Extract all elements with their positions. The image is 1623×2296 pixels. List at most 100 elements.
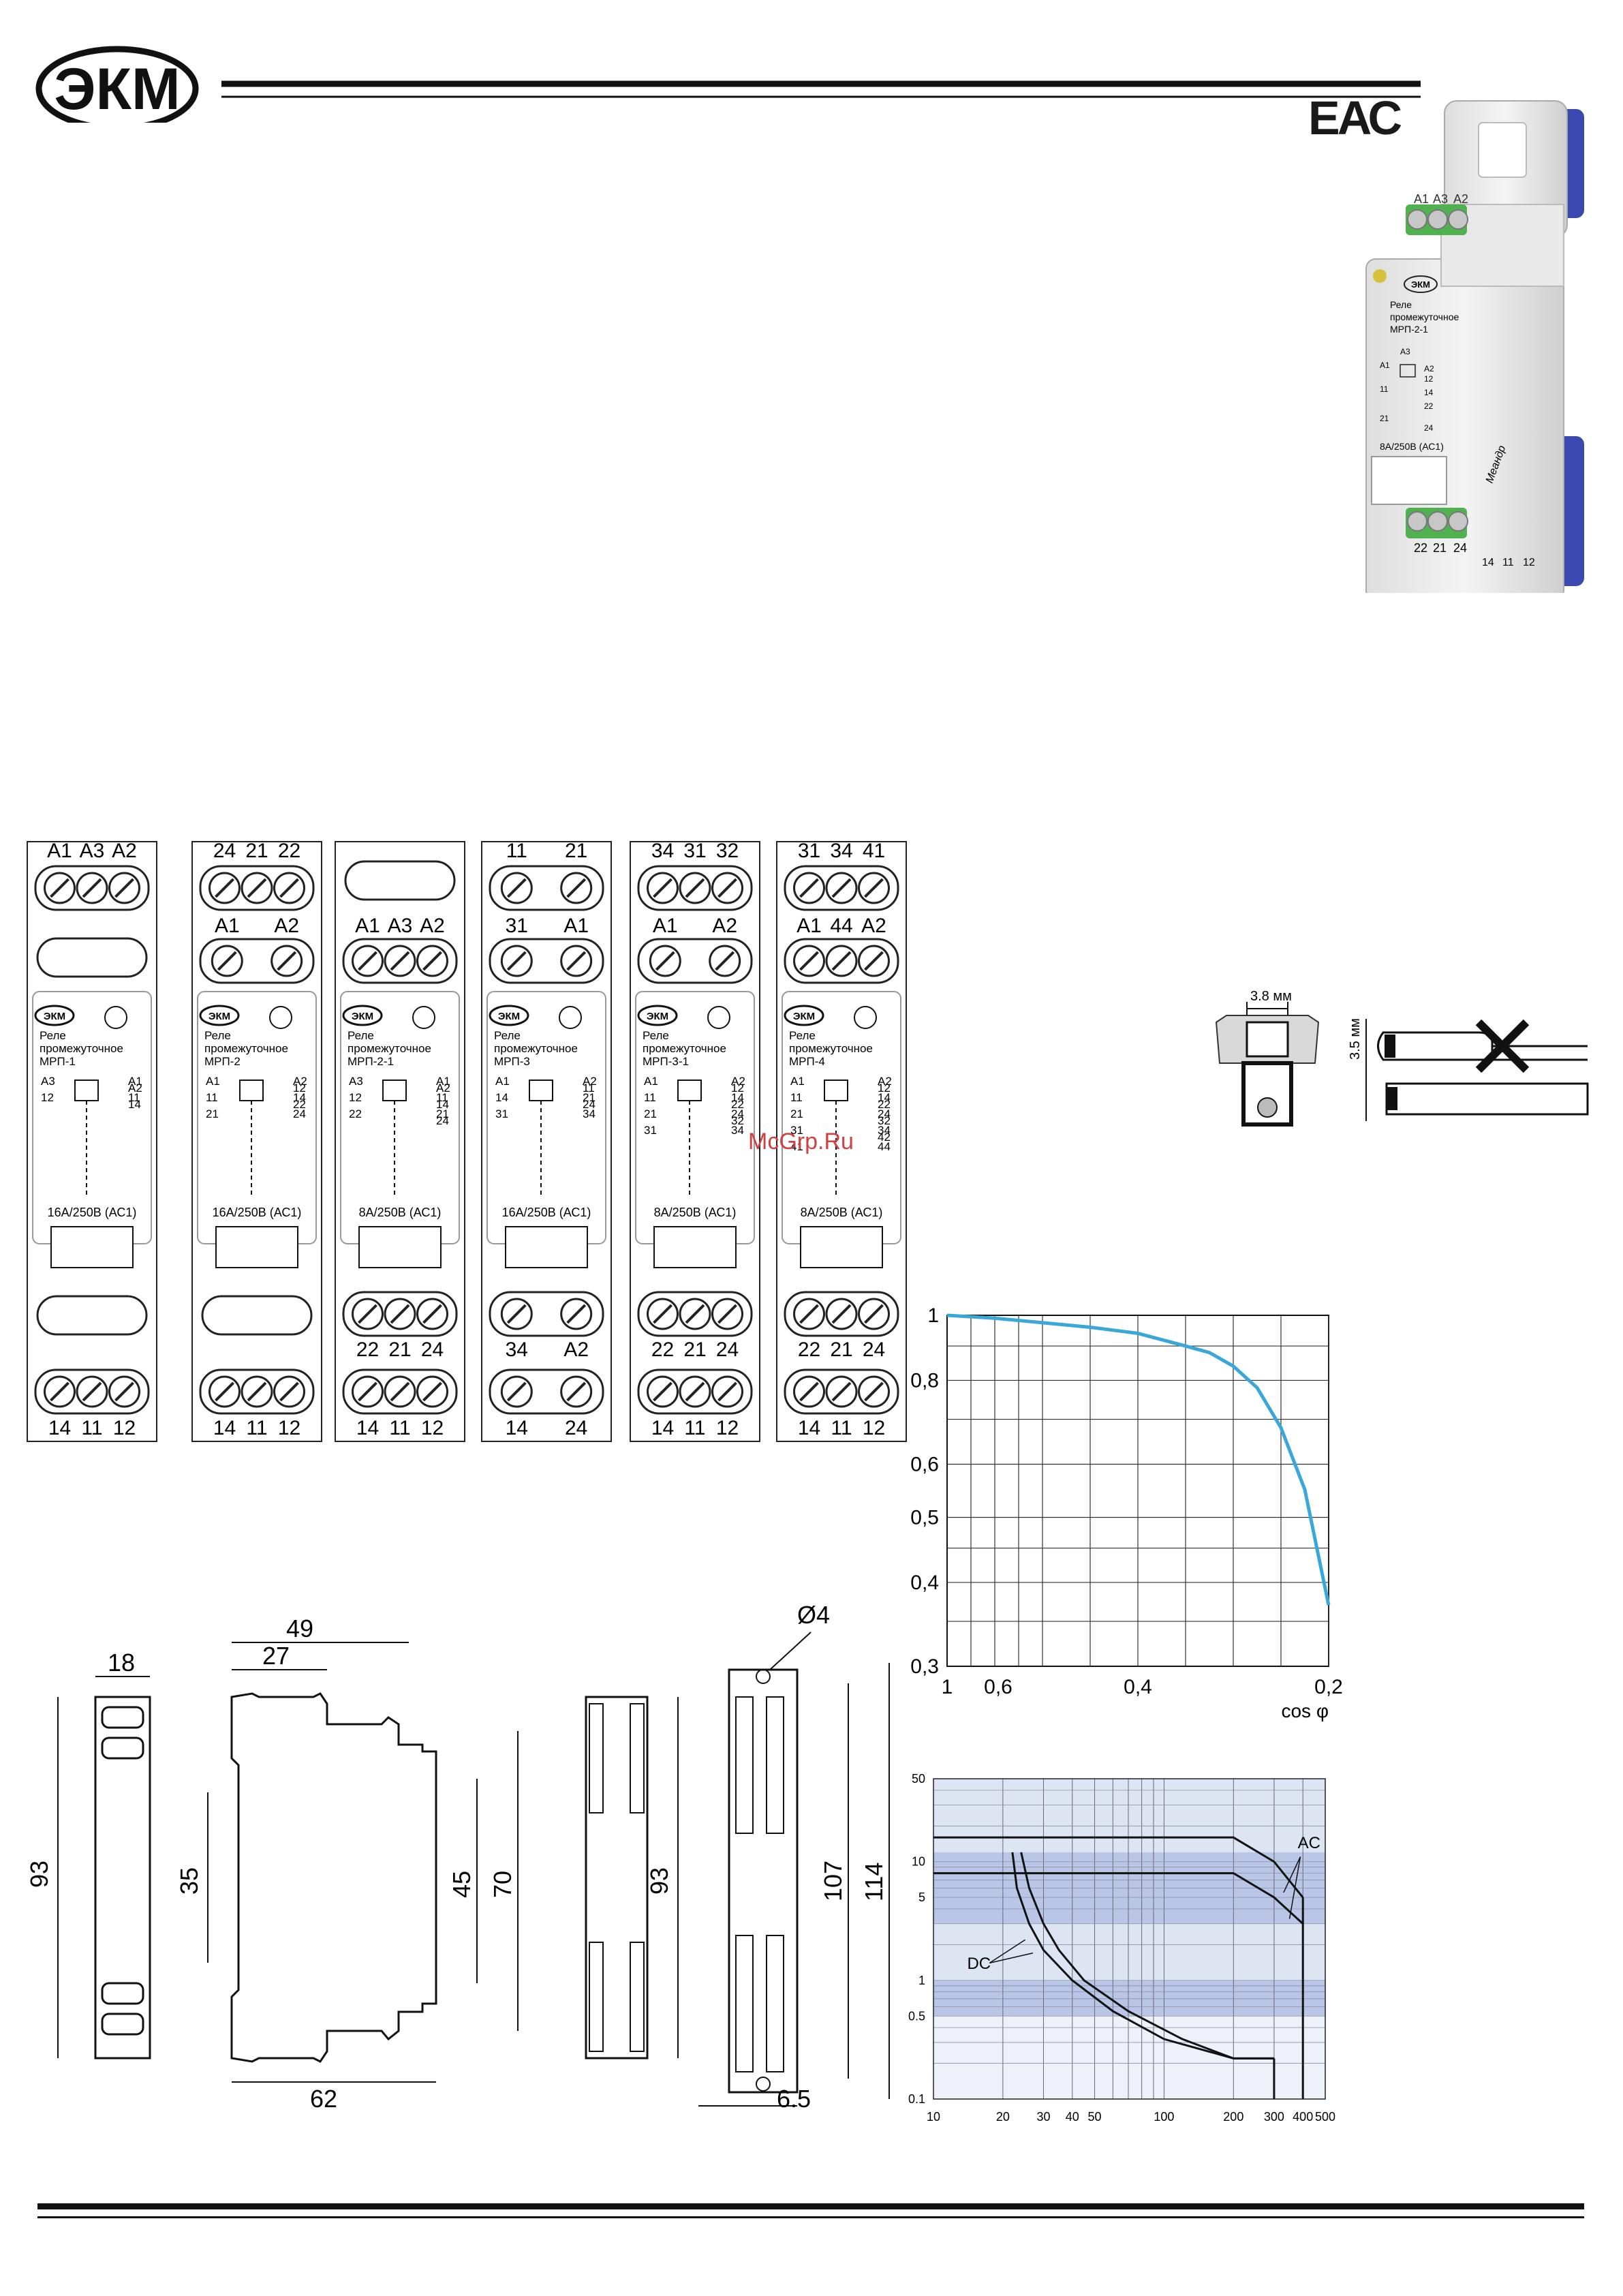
bottom-terminal-label: 12 (421, 1417, 444, 1439)
chart2-y-tick: 0.1 (908, 2092, 925, 2106)
lower-terminal-label: 22 (798, 1338, 820, 1361)
mount-view-body (728, 1668, 799, 2094)
photo-bottom-label: 14 (1482, 557, 1494, 568)
schematic-label: A2 (878, 1075, 892, 1088)
module-title-1: Реле (204, 1029, 231, 1042)
module-title-2: промежуточное (204, 1042, 288, 1055)
chart2-x-tick: 30 (1036, 2110, 1050, 2124)
bottom-terminal-label: 14 (356, 1417, 379, 1439)
chart2-x-tick: 300 (1264, 2110, 1284, 2124)
chart2-band (933, 1980, 1325, 2017)
module-logo-text: ЭКМ (647, 1011, 668, 1022)
schematic-label: 21 (436, 1107, 449, 1120)
schematic-label: A1 (644, 1075, 658, 1088)
chart2-x-tick: 10 (927, 2110, 940, 2124)
mount-hole (756, 2077, 771, 2092)
dim-mount-107: 107 (819, 1861, 847, 1901)
mid-terminal-label: A1 (563, 915, 589, 937)
photo-diag-label: 14 (1424, 388, 1434, 397)
top-terminal-label: 31 (798, 840, 820, 862)
lower-terminal-label: 24 (863, 1338, 885, 1361)
chart2-y-tick: 1 (918, 1974, 925, 1987)
module-title-2: промежуточное (40, 1042, 123, 1055)
schematic-label: A3 (41, 1075, 55, 1088)
schematic-label: 22 (878, 1098, 891, 1111)
lower-terminal-label: 21 (683, 1338, 706, 1361)
screwdriver-figure: 3.8 мм 3.5 мм (1215, 989, 1589, 1127)
dim-side-35: 35 (175, 1867, 203, 1895)
led-indicator (707, 1006, 730, 1029)
schematic-label: 22 (731, 1098, 744, 1111)
blank-slot (344, 860, 456, 901)
blank-slot (36, 937, 148, 978)
mid-terminal-label: 31 (506, 915, 528, 937)
bottom-terminal-label: 11 (831, 1417, 852, 1439)
mid-terminal-label: A1 (355, 915, 380, 937)
label-window (358, 1226, 442, 1268)
schematic-label: 12 (878, 1082, 891, 1095)
coil-symbol (74, 1080, 99, 1101)
led-indicator (104, 1006, 127, 1029)
module-model: МРП-2 (204, 1055, 241, 1068)
photo-side (1440, 204, 1564, 287)
chart2-series-line (933, 1836, 1304, 1899)
schematic-label: 21 (206, 1107, 219, 1120)
schematic-label: 11 (790, 1091, 803, 1104)
screw-icon (1427, 209, 1448, 230)
cross-icon (1475, 1019, 1530, 1073)
rear-view-body (585, 1696, 649, 2060)
schematic-label: 11 (644, 1091, 656, 1104)
label-window (505, 1226, 588, 1268)
module-logo (199, 1005, 240, 1026)
bottom-terminal-label: 12 (863, 1417, 885, 1439)
photo-coil (1400, 364, 1416, 378)
photo-top-terminal-label: A3 (1433, 192, 1448, 206)
schematic-label: 21 (644, 1107, 657, 1120)
schematic-label: 22 (349, 1107, 362, 1120)
schematic-label: 12 (41, 1091, 54, 1104)
chart1-x-tick: 0,4 (1124, 1676, 1152, 1698)
schematic-label: 11 (128, 1091, 140, 1104)
screw-icon (1448, 511, 1468, 532)
schematic-label: A1 (790, 1075, 805, 1088)
schematic-label: 31 (790, 1124, 803, 1137)
schematic-label: 24 (731, 1107, 744, 1120)
label-window (653, 1226, 737, 1268)
top-terminal-label: 34 (830, 840, 852, 862)
dim-mount-114: 114 (860, 1863, 888, 1901)
schematic-label: 22 (293, 1098, 306, 1111)
schematic-label: 14 (293, 1091, 306, 1104)
schematic-label: 41 (790, 1140, 803, 1153)
top-terminal-label: A1 (47, 840, 72, 862)
module-title-1: Реле (347, 1029, 374, 1042)
photo-diag-label: A3 (1400, 347, 1410, 356)
module-rating: 16А/250В (АС1) (48, 1206, 137, 1219)
chart2-y-tick: 50 (912, 1772, 925, 1786)
led-indicator (854, 1006, 877, 1029)
module-logo (34, 1005, 75, 1026)
chart1-y-tick: 0,5 (910, 1506, 939, 1529)
screwdriver-good (1385, 1082, 1589, 1116)
schematic-label: 11 (436, 1091, 448, 1104)
chart2-x-tick: 500 (1315, 2110, 1335, 2124)
coil-symbol (529, 1080, 553, 1101)
mid-terminal-label: A1 (797, 915, 822, 937)
module-logo-text: ЭКМ (44, 1011, 65, 1022)
schematic-label: 21 (583, 1091, 596, 1104)
label-window (800, 1226, 883, 1268)
photo-bottom-label: 22 (1414, 541, 1427, 555)
screw-icon (1448, 209, 1468, 230)
bottom-terminal-label: 11 (684, 1417, 705, 1439)
schematic-label: A2 (583, 1075, 597, 1088)
header-graphics: ЭКМ (35, 46, 1421, 132)
module-logo (342, 1005, 383, 1026)
dim-side-45: 45 (448, 1871, 476, 1898)
top-terminal-label: 21 (245, 840, 268, 862)
module-model: МРП-3-1 (643, 1055, 689, 1068)
coil-symbol (239, 1080, 264, 1101)
photo-model: МРП-2-1 (1390, 324, 1428, 335)
lower-terminal-label: 24 (716, 1338, 739, 1361)
top-terminal-label: 41 (863, 840, 885, 862)
